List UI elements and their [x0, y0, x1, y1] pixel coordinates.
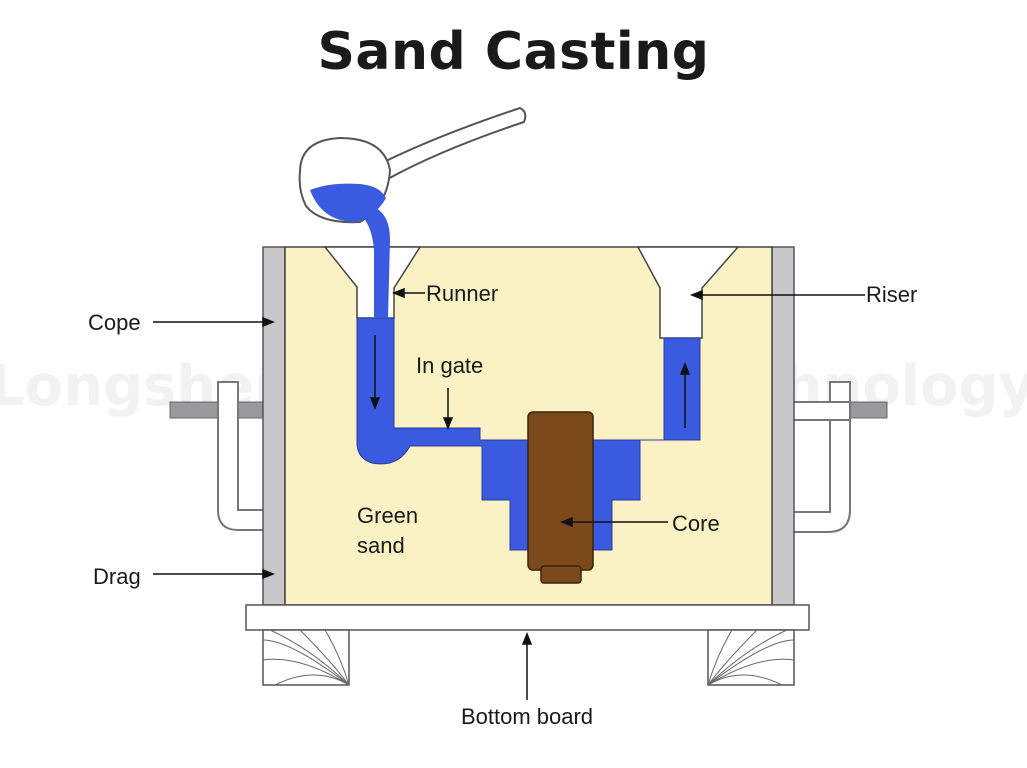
left-flask-wall [262, 246, 286, 606]
molten-metal-cavity [356, 317, 701, 551]
runner-leader [391, 287, 425, 299]
riser-leader [689, 289, 865, 301]
label-drag: Drag [93, 564, 141, 589]
right-flask-wall [771, 246, 795, 606]
label-green-sand-line1: Green [357, 503, 418, 528]
cope-leader [153, 316, 276, 328]
drag-leader [153, 568, 276, 580]
core-body [527, 411, 594, 571]
label-cope: Cope [88, 310, 141, 335]
bottom-board [245, 604, 810, 631]
core-print [540, 565, 582, 584]
flow-arrows [369, 335, 691, 428]
bottom-board-leader [521, 631, 533, 700]
diagram-title: Sand Casting [317, 22, 710, 82]
riser-funnel-opening [636, 246, 740, 339]
in-gate-leader [442, 388, 454, 431]
left-wood-support [262, 629, 350, 686]
right-handle-bar [791, 401, 851, 421]
left-flask-handle [217, 381, 273, 531]
label-green-sand-line2: sand [357, 533, 405, 558]
core-leader [559, 516, 668, 528]
label-core: Core [672, 511, 720, 536]
right-wood-support [707, 629, 795, 686]
pouring-stream [360, 205, 390, 318]
label-in-gate: In gate [416, 353, 483, 378]
ladle-handle [370, 106, 527, 182]
label-bottom-board: Bottom board [461, 704, 593, 729]
label-riser: Riser [866, 282, 917, 307]
label-runner: Runner [426, 281, 498, 306]
